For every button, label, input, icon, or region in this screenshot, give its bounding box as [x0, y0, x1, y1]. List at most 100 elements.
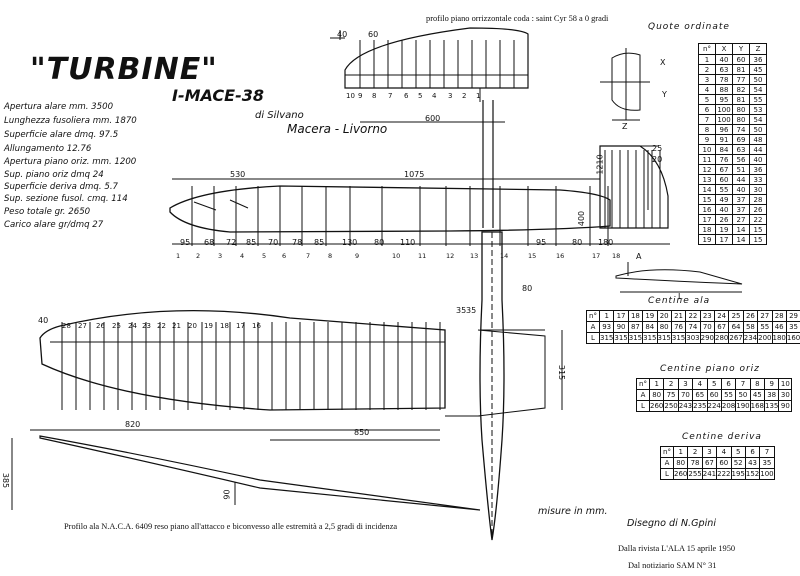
fuselage-station-number: 18 [612, 252, 621, 260]
table-header-cell: 1 [648, 378, 665, 390]
table-cell: 36 [749, 54, 767, 65]
fuselage-station-dim: 72 [226, 238, 237, 247]
axis-label-y: Y [662, 90, 667, 99]
wing-profile-note: Profilo ala N.A.C.A. 6409 reso piano all… [64, 522, 398, 531]
table-cell: 200 [757, 332, 773, 344]
table-cell: 64 [728, 321, 744, 333]
table-cell: 81 [732, 94, 750, 105]
spec-line: Apertura alare mm. 3500 [4, 102, 114, 112]
table-cell: 93 [598, 321, 615, 333]
profile-label-a: A [636, 252, 642, 261]
fuselage-station-dim: 95 [180, 238, 191, 247]
table-cell: 55 [715, 184, 733, 195]
spec-line: Peso totale gr. 2650 [4, 207, 91, 217]
table-header-cell: 22 [685, 310, 701, 322]
fuselage-station-number: 4 [240, 252, 245, 260]
table-cell: 44 [732, 174, 750, 185]
table-cell: 80 [656, 321, 672, 333]
table-header-cell: 20 [656, 310, 672, 322]
wing-rib-number: 26 [96, 322, 105, 330]
table-cell: 18 [698, 224, 716, 235]
table-cell: 95 [715, 94, 733, 105]
wing-rib-number: 24 [128, 322, 137, 330]
table-header-cell: 21 [670, 310, 687, 322]
table-cell: A [660, 457, 674, 469]
table-cell: 315 [598, 332, 615, 344]
tail-rib-number: 9 [358, 92, 363, 100]
table-cell: 17 [698, 214, 716, 225]
centine-piano-title: Centine piano oriz [660, 364, 760, 374]
table-cell: 63 [715, 64, 733, 75]
table-cell: 96 [715, 124, 733, 135]
table-cell: 70 [699, 321, 716, 333]
table-cell: L [586, 332, 600, 344]
table-header-cell: X [715, 43, 733, 55]
table-cell: 152 [744, 468, 761, 480]
wing-airfoil-sketch [615, 262, 743, 293]
fuselage-station-number: 16 [556, 252, 565, 260]
table-header-cell: n° [636, 378, 650, 390]
table-cell: 54 [749, 84, 767, 95]
tail-rib-number: 8 [372, 92, 377, 100]
fuselage-station-number: 17 [592, 252, 601, 260]
table-cell: 69 [732, 134, 750, 145]
table-header-cell: 10 [778, 378, 793, 390]
table-cell: 45 [749, 389, 766, 401]
wing-rib-number: 18 [220, 322, 229, 330]
table-cell: 35 [759, 457, 775, 469]
wing-rib-number: 16 [252, 322, 261, 330]
table-header-cell: 26 [742, 310, 759, 322]
dim-fin-small-2: 20 [652, 155, 663, 164]
table-cell: 19 [698, 234, 716, 245]
wing-rib-number: 22 [157, 322, 166, 330]
table-cell: 280 [713, 332, 730, 344]
table-cell: 290 [699, 332, 716, 344]
table-cell: 55 [749, 94, 767, 105]
table-header-cell: 25 [728, 310, 744, 322]
table-cell: 60 [715, 174, 733, 185]
author-prefix: di Silvano [255, 110, 304, 121]
table-cell: 255 [687, 468, 703, 480]
table-cell: 315 [627, 332, 644, 344]
table-cell: 250 [663, 400, 679, 412]
spec-line: Lunghezza fusoliera mm. 1870 [4, 116, 137, 126]
table-cell: 60 [732, 54, 750, 65]
tail-profile-sketch [600, 48, 650, 121]
fuselage-station-dim: 110 [400, 238, 416, 247]
wing-rib-number: 27 [78, 322, 87, 330]
table-header-cell: 23 [699, 310, 716, 322]
wing-rib-number: 25 [112, 322, 121, 330]
table-cell: 12 [698, 164, 716, 175]
table-cell: 88 [715, 84, 733, 95]
table-header-cell: 9 [763, 378, 780, 390]
table-cell: 35 [785, 321, 800, 333]
table-cell: 27 [732, 214, 750, 225]
table-header-cell: 28 [771, 310, 787, 322]
table-cell: 38 [763, 389, 780, 401]
table-cell: 49 [715, 194, 733, 205]
fuselage-station-dim: 80 [572, 238, 583, 247]
table-cell: 315 [656, 332, 672, 344]
fuselage-station-number: 14 [500, 252, 509, 260]
table-cell: 58 [742, 321, 759, 333]
fuselage-station-number: 15 [528, 252, 537, 260]
table-header-cell: Y [732, 43, 750, 55]
wing-rib-number: 23 [142, 322, 151, 330]
table-header-cell: 27 [757, 310, 773, 322]
dim-fuselage-right: 1075 [404, 170, 425, 179]
dim-tail-d1: 40 [337, 30, 348, 39]
fuselage-station-dim: 85 [246, 238, 257, 247]
table-cell: 50 [735, 389, 751, 401]
table-cell: 60 [706, 389, 722, 401]
table-header-cell: 7 [759, 446, 775, 458]
table-cell: 180 [771, 332, 787, 344]
dim-wing-span-right: 850 [354, 428, 370, 437]
